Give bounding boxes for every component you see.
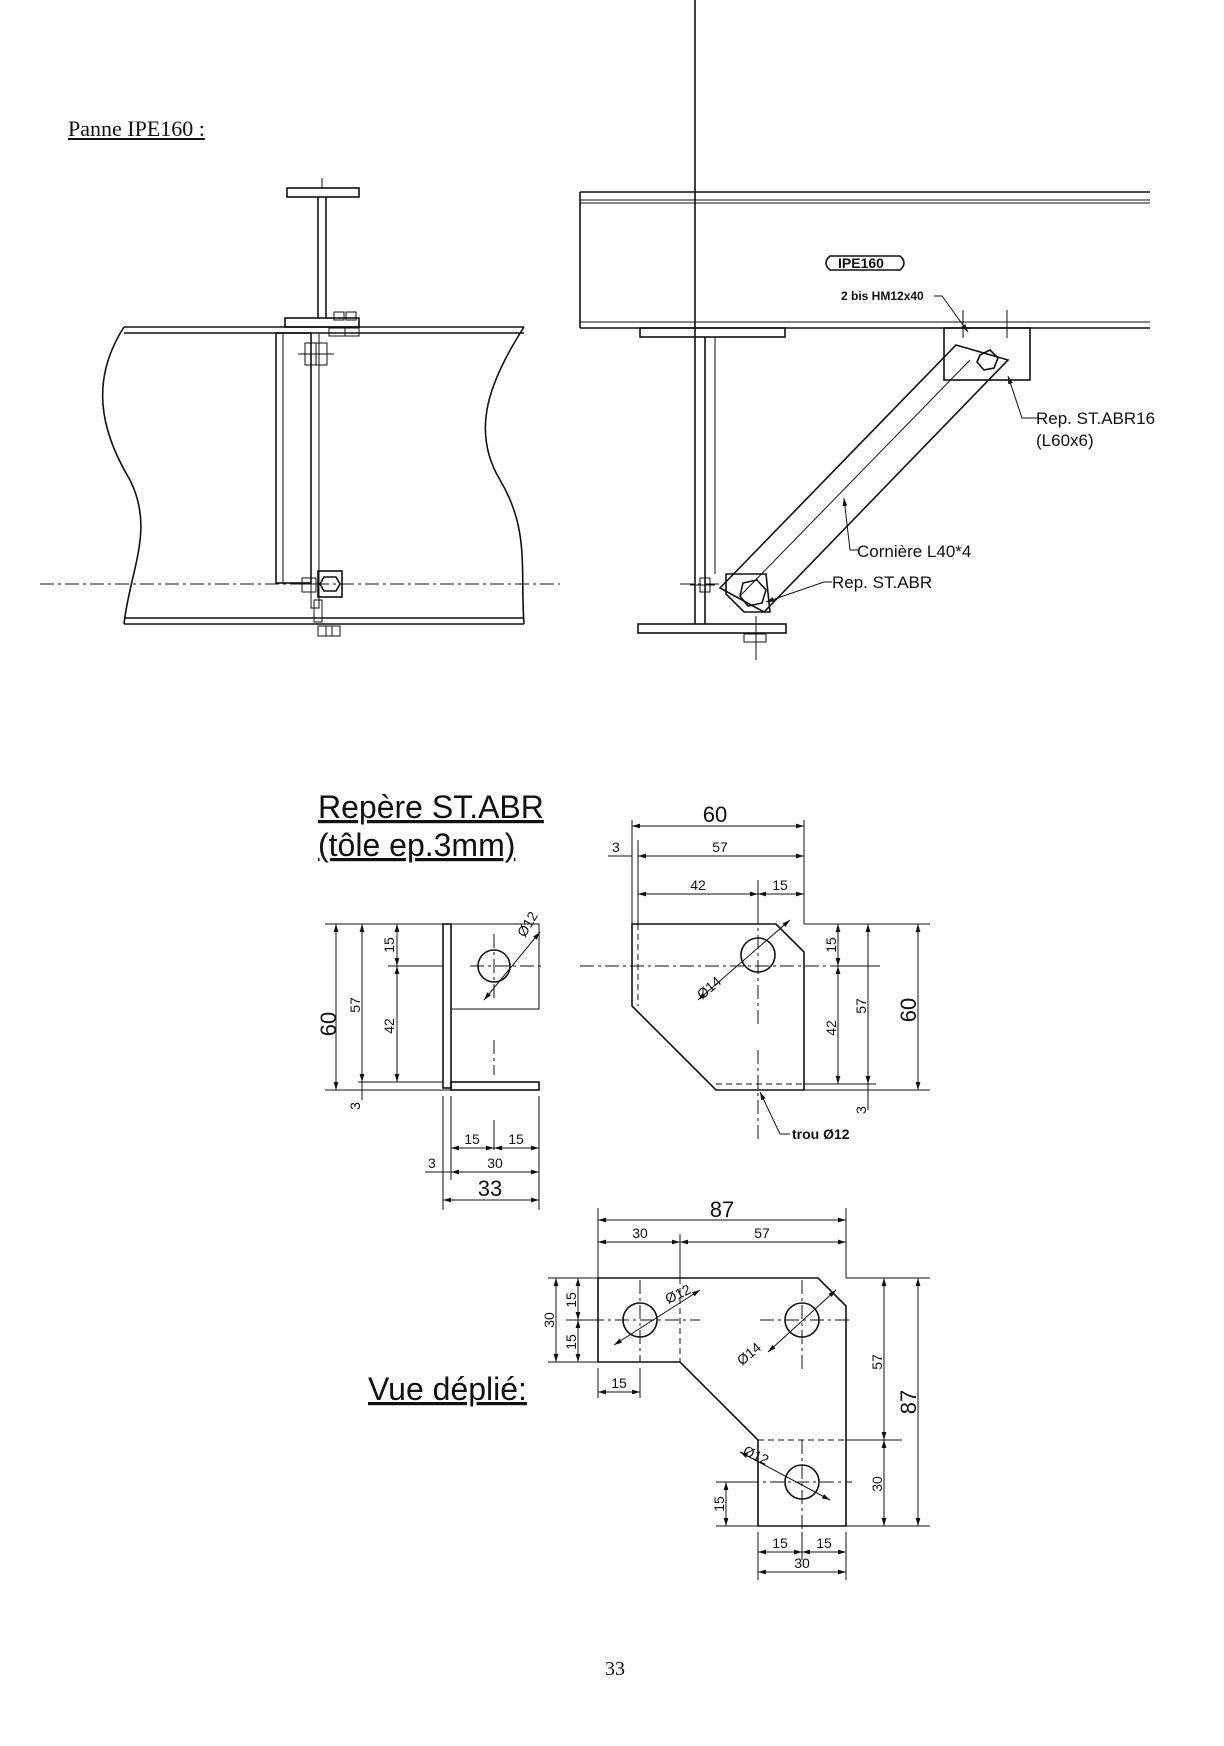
side-dim-15b: 15 bbox=[508, 1131, 524, 1147]
unfolded-view: Ø12 Ø14 Ø12 87 30 57 30 15 15 bbox=[541, 1197, 930, 1580]
unfolded-dim-87-right: 87 bbox=[896, 1390, 921, 1414]
unfolded-dim-15-bottom-a: 15 bbox=[772, 1535, 788, 1551]
front-dim-42-top: 42 bbox=[690, 877, 706, 893]
section-view-left bbox=[101, 178, 525, 637]
front-dim-60-right: 60 bbox=[896, 998, 921, 1022]
purlin-flange-top bbox=[639, 327, 786, 338]
elevation-view-right: IPE160 2 bis HM12x40 bbox=[579, 0, 1155, 660]
side-dim-15a: 15 bbox=[464, 1131, 480, 1147]
side-dim-15: 15 bbox=[381, 937, 397, 953]
front-hole-label: Ø14 bbox=[694, 973, 725, 1002]
break-line-right bbox=[484, 326, 525, 625]
plate-side-view: Ø12 60 57 42 15 3 15 15 bbox=[316, 908, 545, 1210]
purlin-top-flange bbox=[286, 187, 360, 198]
unfolded-dim-30-right: 30 bbox=[869, 1476, 885, 1492]
unfolded-hole-1: Ø12 bbox=[663, 1281, 694, 1307]
front-dim-60-top: 60 bbox=[703, 802, 727, 827]
front-dim-42-right: 42 bbox=[823, 1020, 839, 1036]
side-dim-3-left: 3 bbox=[347, 1102, 363, 1110]
page-title: Panne IPE160 : bbox=[68, 116, 205, 141]
front-dim-3-right: 3 bbox=[853, 1106, 869, 1114]
break-line-left bbox=[101, 326, 142, 625]
bolt-note-label: 2 bis HM12x40 bbox=[841, 289, 924, 303]
beam-tag-box bbox=[825, 255, 905, 271]
beam-tag-label: IPE160 bbox=[838, 255, 884, 271]
front-dim-15-top: 15 bbox=[772, 877, 788, 893]
side-dim-30: 30 bbox=[487, 1155, 503, 1171]
side-dim-42: 42 bbox=[381, 1018, 397, 1034]
unfolded-dim-57-top: 57 bbox=[754, 1225, 770, 1241]
front-dim-57-top: 57 bbox=[712, 839, 728, 855]
bracket-profile-label: (L60x6) bbox=[1036, 431, 1094, 450]
unfolded-hole-3: Ø12 bbox=[741, 1442, 772, 1468]
unfolded-dim-57-right: 57 bbox=[869, 1354, 885, 1370]
unfolded-dim-15-under: 15 bbox=[611, 1375, 627, 1391]
front-dim-57-right: 57 bbox=[853, 998, 869, 1014]
unfolded-dim-30-bottom: 30 bbox=[794, 1555, 810, 1571]
side-dim-57: 57 bbox=[347, 997, 363, 1013]
unfolded-dim-30-top: 30 bbox=[632, 1225, 648, 1241]
front-dim-3-top: 3 bbox=[612, 839, 620, 855]
unfolded-dim-15-left-a: 15 bbox=[563, 1292, 579, 1308]
unfolded-dim-15-bottom-b: 15 bbox=[816, 1535, 832, 1551]
unfolded-dim-15-left-b: 15 bbox=[563, 1334, 579, 1350]
bottom-gusset bbox=[725, 573, 771, 613]
strut-label: Cornière L40*4 bbox=[857, 542, 971, 561]
side-dim-3-bottom: 3 bbox=[428, 1155, 436, 1171]
unfolded-dim-15-tab: 15 bbox=[711, 1496, 727, 1512]
hole-note-label: trou Ø12 bbox=[792, 1126, 850, 1142]
front-dim-15-right: 15 bbox=[823, 937, 839, 953]
unfolded-dim-30-left: 30 bbox=[541, 1312, 557, 1328]
unfolded-hole-2: Ø14 bbox=[734, 1339, 765, 1368]
plate-front-view: Ø14 60 57 3 42 15 15 42 bbox=[580, 802, 930, 1142]
side-dim-60: 60 bbox=[316, 1012, 341, 1036]
plate-title-line2: (tôle ep.3mm) bbox=[318, 827, 515, 863]
side-dim-33: 33 bbox=[478, 1176, 502, 1201]
plate-ref-label: Rep. ST.ABR bbox=[832, 573, 932, 592]
purlin-flange-bottom bbox=[637, 623, 787, 634]
gusset-plate bbox=[275, 332, 312, 584]
bracket-l60x6 bbox=[943, 327, 1031, 381]
plate-outline bbox=[631, 923, 805, 1091]
bracket-ref-label: Rep. ST.ABR16 bbox=[1036, 409, 1155, 428]
unfolded-title: Vue déplié: bbox=[368, 1371, 527, 1407]
plate-title-line1: Repère ST.ABR bbox=[318, 789, 544, 825]
page-number: 33 bbox=[605, 1658, 625, 1680]
unfolded-dim-87-top: 87 bbox=[710, 1197, 734, 1222]
